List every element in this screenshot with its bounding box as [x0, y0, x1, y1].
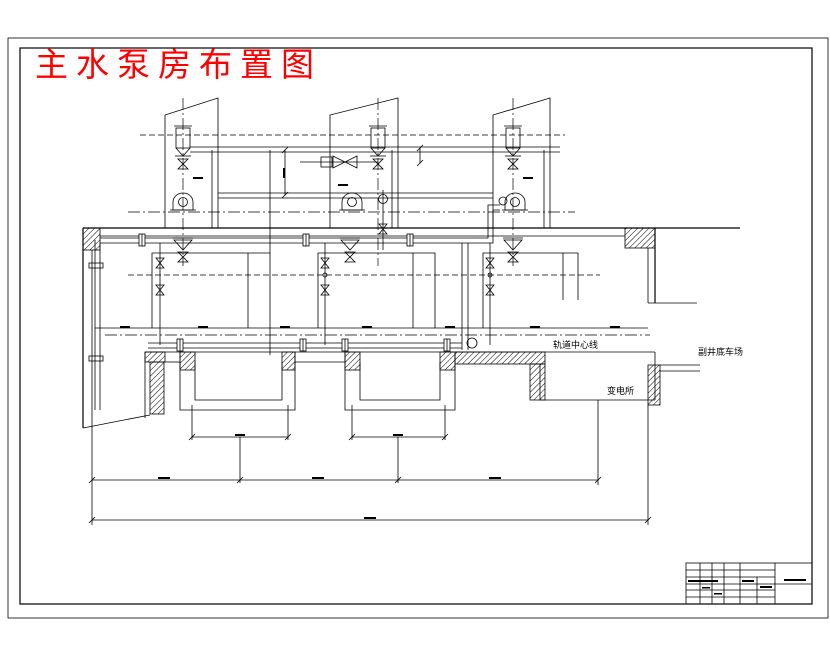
title-block: [685, 562, 813, 605]
track-centerline-label: 轨道中心线: [553, 339, 598, 351]
pump-pits: [144, 351, 546, 418]
outer-border: [7, 37, 829, 619]
drawing-title: 主水泵房布置图: [35, 45, 322, 84]
pump-unit-2-elevation: [300, 97, 399, 266]
upper-pipes-and-axes: [128, 134, 575, 355]
room-pipes: [88, 233, 478, 410]
pump-room-walls: [82, 227, 740, 429]
shaft-bottom-yard-label: 副井底车场: [698, 346, 743, 358]
dimension-lines: [88, 400, 652, 525]
substation-area: [539, 351, 656, 401]
pump-units-plan: [128, 237, 600, 345]
substation-label: 变电所: [607, 385, 634, 397]
room-floor: [95, 326, 650, 336]
inner-border: [19, 47, 813, 605]
